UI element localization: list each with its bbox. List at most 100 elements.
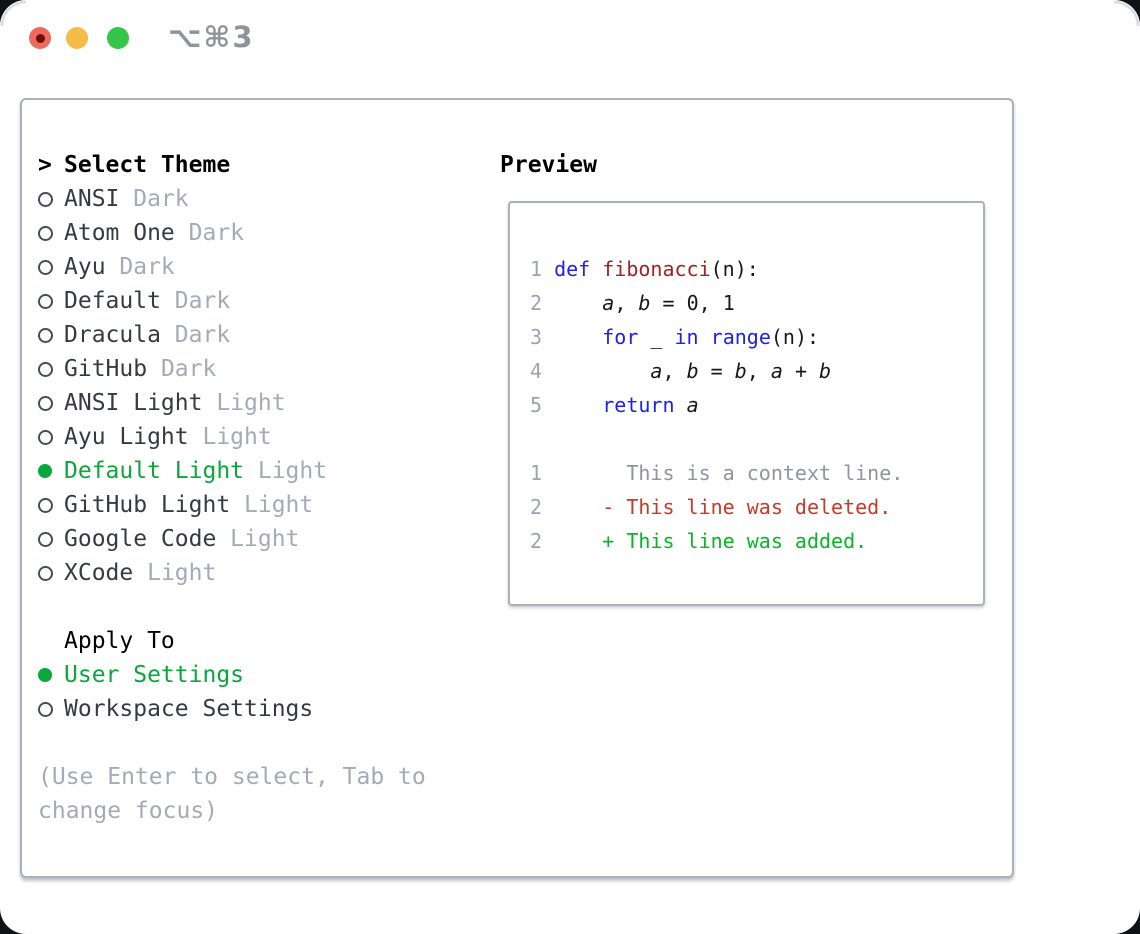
apply-to-option[interactable]: User Settings [38, 658, 438, 692]
code-segment-code-default: + [782, 359, 820, 383]
preview-title: Preview [500, 152, 597, 178]
code-line: 1 def fibonacci(n): [530, 252, 983, 286]
option-variant-label: Light [216, 526, 300, 552]
code-line: 5 return a [530, 388, 983, 422]
theme-option[interactable]: Atom One Dark [38, 216, 438, 250]
theme-option[interactable]: GitHub Dark [38, 352, 438, 386]
option-label: ANSI Light [64, 390, 203, 416]
radio-dot [38, 701, 53, 717]
radio-icon [38, 488, 64, 522]
option-label: XCode [64, 560, 134, 586]
code-line: 2 a, b = 0, 1 [530, 286, 983, 320]
apply-to-option[interactable]: Workspace Settings [38, 692, 438, 726]
code-segment-ln: 2 [530, 291, 555, 315]
option-variant-label: Dark [147, 356, 217, 382]
radio-icon [38, 522, 64, 556]
radio-dot [38, 668, 52, 682]
code-segment-code-default [554, 495, 602, 519]
option-label: GitHub Light [64, 492, 231, 518]
code-segment-var: b [734, 359, 747, 383]
code-segment-code-default [699, 325, 711, 349]
option-label: ANSI [64, 186, 120, 212]
code-segment-var: a [770, 359, 783, 383]
theme-option[interactable]: Dracula Dark [38, 318, 438, 352]
radio-dot [38, 531, 53, 547]
spacer [38, 590, 438, 624]
option-variant-label: Light [188, 424, 272, 450]
window-corner-top-right [1114, 0, 1140, 26]
option-label: Atom One [64, 220, 175, 246]
zoom-button[interactable] [107, 27, 129, 49]
code-segment-code-default: , [662, 359, 687, 383]
code-segment-code-default: (n): [770, 325, 820, 349]
option-label: Default Light [64, 458, 245, 484]
code-segment-ctx: This is a context line. [554, 461, 904, 485]
code-segment-ln: 4 [530, 359, 555, 383]
theme-option[interactable]: XCode Light [38, 556, 438, 590]
code-segment-var: b [686, 359, 699, 383]
radio-dot [38, 395, 53, 411]
option-variant-label: Dark [174, 220, 245, 246]
code-line: 2 + This line was added. [530, 524, 983, 558]
code-segment-code-default [554, 291, 602, 315]
theme-option[interactable]: Ayu Light Light [38, 420, 438, 454]
option-label: Google Code [64, 526, 217, 552]
close-button[interactable] [29, 27, 51, 49]
option-label: GitHub [64, 356, 148, 382]
radio-icon [38, 250, 64, 284]
option-variant-label: Dark [160, 288, 231, 314]
code-segment-code-default [554, 325, 602, 349]
radio-dot [38, 429, 53, 445]
option-variant-label: Light [202, 390, 286, 416]
code-segment-var: a [650, 359, 663, 383]
theme-option[interactable]: GitHub Light Light [38, 488, 438, 522]
theme-option[interactable]: Default Dark [38, 284, 438, 318]
theme-option[interactable]: ANSI Dark [38, 182, 438, 216]
option-label: User Settings [64, 662, 245, 688]
radio-icon [38, 318, 64, 352]
code-segment-var: b [638, 291, 651, 315]
radio-dot [38, 225, 53, 241]
selected-radio-icon [38, 658, 64, 692]
radio-icon [38, 216, 64, 250]
radio-dot [38, 464, 52, 478]
code-segment-fn: fibonacci [602, 257, 711, 281]
code-line [530, 422, 983, 456]
prompt-caret-icon: > [38, 152, 52, 178]
option-variant-label: Dark [105, 254, 175, 280]
code-segment-ln: 1 [530, 257, 555, 281]
option-variant-label: Dark [119, 186, 189, 212]
code-segment-ln: 3 [530, 325, 555, 349]
code-segment-code-default: = 0, 1 [650, 291, 735, 315]
radio-dot [38, 259, 53, 275]
radio-dot [38, 361, 53, 377]
code-segment-kw: range [710, 325, 771, 349]
minimize-button[interactable] [66, 27, 88, 49]
code-segment-code-default: , [614, 291, 639, 315]
option-label: Workspace Settings [64, 696, 314, 722]
code-segment-code-default [554, 393, 602, 417]
radio-icon [38, 692, 64, 726]
code-line: 4 a, b = b, a + b [530, 354, 983, 388]
code-segment-var: a [686, 393, 699, 417]
option-label: Ayu Light [64, 424, 189, 450]
radio-icon [38, 182, 64, 216]
radio-dot [38, 191, 53, 207]
theme-option[interactable]: ANSI Light Light [38, 386, 438, 420]
code-segment-var: b [819, 359, 832, 383]
code-line: 2 - This line was deleted. [530, 490, 983, 524]
code-segment-ln: 2 [530, 529, 555, 553]
theme-option[interactable]: Google Code Light [38, 522, 438, 556]
option-variant-label: Light [244, 458, 328, 484]
theme-option[interactable]: Ayu Dark [38, 250, 438, 284]
window-title: ⌥⌘3 [168, 20, 255, 54]
code-segment-code-default: , [746, 359, 771, 383]
apply-to-title: Apply To [64, 628, 175, 654]
theme-option[interactable]: Default Light Light [38, 454, 438, 488]
radio-dot [38, 497, 53, 513]
